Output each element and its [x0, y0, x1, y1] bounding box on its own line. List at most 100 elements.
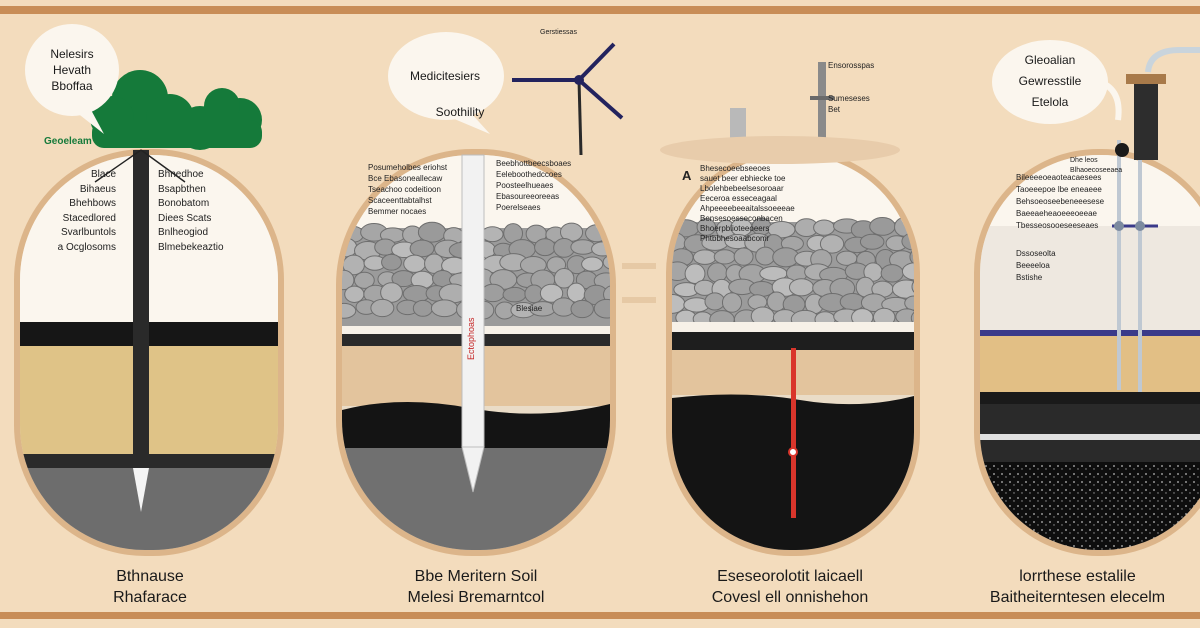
speech-bubble-2	[388, 32, 504, 134]
label: Bensesoesseconbacen	[700, 214, 783, 223]
label: Svarlbuntols	[60, 227, 116, 238]
rock	[381, 253, 402, 271]
label: Baeeaeheaoeeeoeeae	[1016, 209, 1097, 218]
label: Behsoeoseebeneeesese	[1016, 197, 1105, 206]
heat-pump-plumbing	[1112, 47, 1200, 392]
panel-1-left-labels: Blace Bihaeus Bhehbows Stacedlored Svarl…	[28, 168, 116, 255]
rock	[417, 221, 447, 243]
panel-3-tower-label: Ensorosspas Sumeseses Bet	[828, 60, 874, 115]
rock	[344, 285, 365, 303]
bubble-4-line: Etelola	[1031, 95, 1069, 109]
rock	[880, 264, 904, 283]
label: Bet	[828, 105, 841, 114]
label: Poerelseaes	[496, 203, 541, 212]
label: Bsapbthen	[158, 183, 206, 195]
rock	[353, 271, 375, 289]
rock	[581, 256, 604, 272]
borehole-pipe	[133, 150, 149, 468]
caption-line: Melesi Bremarntcol	[407, 589, 545, 606]
rock	[721, 292, 743, 313]
vent-pipe	[818, 62, 826, 156]
label: Bhoerpblioteeoeers	[700, 224, 770, 233]
rock	[788, 278, 815, 297]
label: Bce Ebasoneallecaw	[368, 174, 443, 183]
rock	[819, 234, 845, 254]
label: Blmebekeaztio	[158, 241, 224, 253]
label: Bonobatom	[158, 198, 210, 209]
panel-1-top-label: Geoeleam	[44, 136, 92, 147]
bubble-4-line: Gewresstile	[1018, 74, 1082, 88]
panel-2-top-label: Gerstiessas	[540, 29, 577, 36]
bubble-1-text: Nelesirs Hevath Bboffaa	[30, 46, 114, 94]
panel-1	[14, 24, 284, 556]
rock	[553, 268, 575, 289]
rock	[692, 249, 717, 265]
label: Phtbbhesoaabcomr	[700, 234, 770, 243]
panel-2-caption: Bbe Meritern Soil Melesi Bremarntcol	[326, 566, 626, 608]
rock	[593, 298, 610, 319]
label: Bstishe	[1016, 273, 1043, 282]
rock	[766, 291, 787, 312]
rock	[570, 299, 594, 319]
rock	[813, 219, 836, 236]
label: Lbolehbebeelsesoroaar	[700, 184, 784, 193]
panel-2-right-labels: Beebhottbeecsboaes Eeleboothedccoes Poos…	[496, 158, 571, 314]
drill-tip	[461, 446, 485, 493]
speech-bubble-1	[25, 24, 119, 134]
panel-1-right-labels: Bhnedhoe Bsapbthen Bonobatom Diees Scats…	[158, 168, 224, 255]
rock	[430, 299, 459, 318]
rock	[342, 269, 355, 291]
caption-line: Bbe Meritern Soil	[414, 568, 538, 585]
label: Bileeeeoeaoteacaesees	[1016, 173, 1102, 182]
label: Dhe leos	[1070, 157, 1098, 164]
caption-line: Baitheiterntesen elecelm	[989, 589, 1166, 606]
heat-probe	[791, 348, 796, 518]
label: Eeceroa esseceagaal	[700, 194, 777, 203]
panel-4-mid-labels: Dssoseolta Beeeeloa Bstishe	[1016, 248, 1056, 284]
rock	[539, 283, 564, 303]
rock	[603, 285, 610, 304]
label: Tseachoo codeitioon	[368, 185, 441, 194]
rock	[904, 295, 914, 311]
drill-pipe	[461, 154, 485, 448]
label: Bhesecoeebseeoes	[700, 164, 771, 173]
label: Taoeeepoe lbe eneaeee	[1016, 185, 1102, 194]
label: sauet beer ebhiecke toe	[700, 174, 786, 183]
label: Diees Scats	[158, 212, 212, 224]
panel-4-caption: lorrthese estalile Baitheiterntesen elec…	[955, 566, 1200, 608]
bubble-2-text: Medicitesiers Soothility	[390, 58, 500, 130]
caption-line: Rhafarace	[113, 589, 187, 606]
panel-2	[336, 32, 624, 556]
bubble-4-line: Gleoalian	[1024, 53, 1076, 67]
bubble-2-line: Medicitesiers	[409, 69, 481, 83]
rock	[342, 302, 357, 319]
panel-3-caption: Eseseorolotit laicaell Covesl ell onnish…	[640, 566, 940, 608]
panel-4-left-labels: Bileeeeoeaoteacaesees Taoeeepoe lbe enea…	[1016, 172, 1104, 232]
label: Blhaoecoseeaea	[1070, 167, 1123, 174]
rock	[403, 254, 426, 273]
bottom-border	[0, 612, 1200, 619]
rock-layer	[672, 216, 914, 330]
label: Bihaeus	[79, 183, 116, 195]
rock	[370, 298, 395, 318]
drill-label: Ectophoas	[466, 317, 476, 360]
label: Eeleboothedccoes	[496, 170, 562, 179]
rock	[859, 233, 885, 250]
label: Ebasoureeoreeas	[496, 192, 560, 201]
bubble-4-text: Gleoalian Gewresstile Etelola	[998, 50, 1102, 113]
top-border	[0, 6, 1200, 14]
label: Stacedlored	[62, 212, 116, 224]
panel-4-top-labels: Dhe leos Blhaoecoseeaea	[1070, 156, 1122, 176]
rock	[901, 262, 914, 281]
rock	[910, 308, 914, 329]
label: Poosteelhueaes	[496, 181, 554, 190]
label: Bhehbows	[69, 198, 116, 209]
caption-line: Eseseorolotit laicaell	[717, 568, 863, 585]
label: Beeeeloa	[1016, 261, 1050, 270]
label: Beebhottbeecsboaes	[496, 159, 572, 168]
label: Ensorosspas	[828, 61, 875, 70]
rock	[755, 246, 776, 266]
rock	[909, 247, 914, 267]
